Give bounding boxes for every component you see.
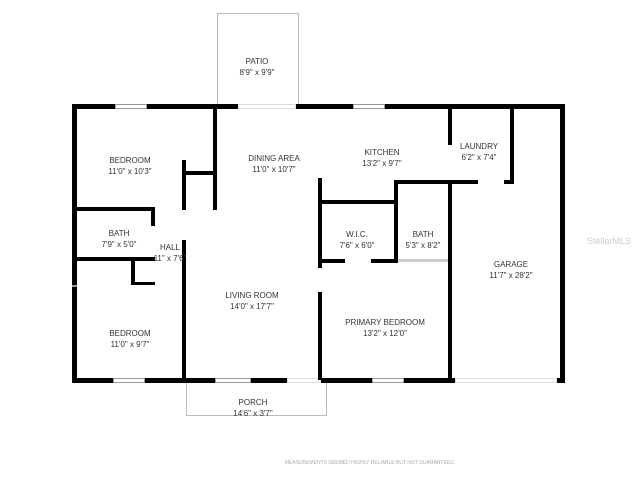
room-label-primary-bedroom: PRIMARY BEDROOM 13'2" x 12'0": [345, 317, 425, 339]
wall: [185, 171, 215, 175]
room-size: 7'9" x 5'0": [101, 240, 137, 249]
room-name: KITCHEN: [364, 148, 400, 157]
room-size: 11'7" x 28'2": [489, 271, 533, 280]
window: [115, 104, 147, 109]
wall: [72, 104, 77, 383]
room-name: LAUNDRY: [459, 142, 499, 151]
room-size: 14'6" x 3'7": [233, 409, 273, 418]
disclaimer: MEASUREMENTS DEEMED HIGHLY RELIABLE BUT …: [284, 460, 456, 466]
wall: [213, 107, 217, 210]
room-label-bedroom-1: BEDROOM 11'0" x 10'3": [108, 155, 151, 177]
watermark: StellarMLS: [587, 236, 632, 246]
room-name: PRIMARY BEDROOM: [345, 318, 425, 327]
room-label-bath-1: BATH 7'9" x 5'0": [102, 228, 137, 250]
room-label-hall: HALL 11" x 7'6": [154, 242, 187, 264]
wall: [398, 259, 450, 262]
window: [215, 378, 251, 383]
wall: [318, 292, 322, 380]
front-door: [287, 378, 321, 383]
room-size: 14'0" x 17'7": [230, 302, 274, 311]
wall: [371, 259, 398, 263]
porch-outline: [186, 381, 327, 416]
room-name: DINING AREA: [248, 154, 300, 163]
room-size: 11" x 7'6": [153, 254, 187, 263]
wall: [131, 282, 155, 285]
wall: [72, 104, 565, 109]
room-label-kitchen: KITCHEN 13'2" x 9'7": [362, 147, 401, 169]
window: [372, 378, 404, 383]
room-size: 13'2" x 12'0": [363, 329, 407, 338]
wall: [72, 207, 155, 211]
room-size: 6'2" x 7'4": [461, 153, 497, 162]
room-size: 13'2" x 9'7": [362, 159, 402, 168]
room-name: BEDROOM: [109, 329, 151, 338]
room-size: 11'0" x 10'7": [252, 165, 296, 174]
room-name: BATH: [108, 229, 130, 238]
room-name: HALL: [159, 243, 181, 252]
window: [353, 104, 385, 109]
wall: [318, 178, 322, 268]
room-size: 11'0" x 9'7": [110, 340, 150, 349]
wall: [448, 107, 452, 145]
room-label-garage: GARAGE 11'7" x 28'2": [489, 259, 532, 281]
room-label-porch: PORCH 14'6" x 3'7": [233, 397, 272, 419]
wall: [560, 104, 565, 383]
wall: [151, 207, 155, 226]
room-name: W.I.C.: [346, 230, 368, 239]
wall: [510, 107, 514, 184]
room-label-bedroom-2: BEDROOM 11'0" x 9'7": [109, 328, 150, 350]
room-size: 7'6" x 6'0": [339, 241, 375, 250]
room-name: BEDROOM: [109, 156, 151, 165]
window: [113, 378, 145, 383]
room-name: PATIO: [245, 57, 269, 66]
wall: [131, 261, 135, 285]
wall: [504, 180, 514, 184]
wall: [320, 259, 345, 263]
room-label-wic: W.I.C. 7'6" x 6'0": [340, 229, 375, 251]
room-name: LIVING ROOM: [225, 291, 279, 300]
room-name: BATH: [412, 230, 434, 239]
wall: [320, 200, 396, 204]
room-name: GARAGE: [493, 260, 529, 269]
wall: [182, 160, 186, 210]
wall: [72, 257, 155, 261]
room-size: 5'3" x 8'2": [405, 241, 441, 250]
room-label-laundry: LAUNDRY 6'2" x 7'4": [460, 141, 498, 163]
room-label-bath-2: BATH 5'3" x 8'2": [406, 229, 441, 251]
room-label-dining: DINING AREA 11'0" x 10'7": [248, 153, 300, 175]
room-label-living: LIVING ROOM 14'0" x 17'7": [225, 290, 278, 312]
room-label-patio: PATIO 8'9" x 9'9": [240, 56, 275, 78]
patio-door: [238, 104, 296, 109]
wall: [182, 240, 186, 380]
room-size: 8'9" x 9'9": [239, 68, 275, 77]
wall: [450, 180, 478, 184]
room-name: PORCH: [238, 398, 268, 407]
room-size: 11'0" x 10'3": [108, 167, 152, 176]
wall: [394, 180, 451, 184]
wall: [448, 180, 452, 380]
wall: [394, 180, 398, 262]
window: [72, 285, 77, 287]
garage-door: [455, 378, 557, 383]
